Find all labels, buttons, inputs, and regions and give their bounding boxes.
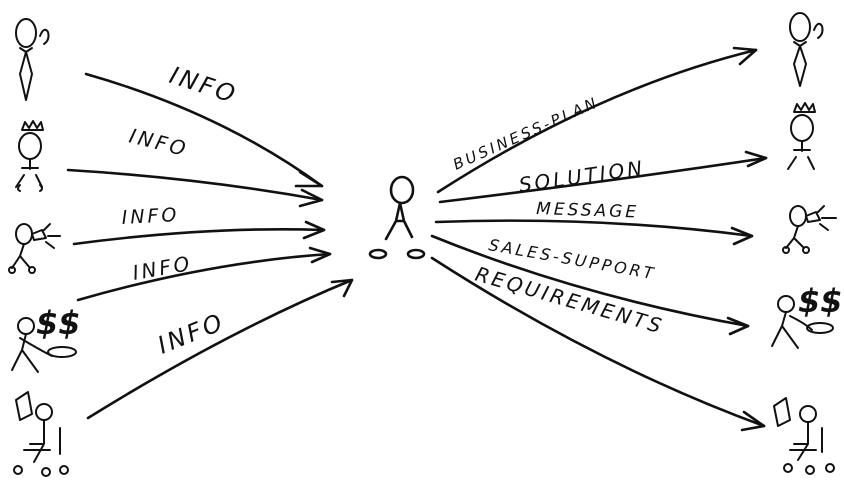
info-label-5: INFO [154, 307, 229, 359]
left-megaphone-figure [9, 224, 60, 273]
info-arrow-2 [68, 170, 322, 200]
message-arrow [436, 221, 752, 236]
center-person-figure [370, 177, 424, 258]
left-businessman-figure [16, 19, 49, 100]
solution-label: SOLUTION [517, 156, 646, 197]
left-arrows [68, 74, 352, 418]
sales-support-arrowhead [728, 318, 748, 334]
left-king-figure [16, 121, 43, 191]
right-businessman-figure [790, 13, 823, 86]
info-label-2: INFO [127, 124, 191, 162]
right-money-symbol: $$ [798, 282, 843, 320]
info-arrow-4 [78, 254, 330, 300]
left-money-symbol: $$ [36, 304, 81, 342]
info-arrow-3 [74, 229, 324, 244]
info-label-1: INFO [166, 61, 241, 109]
business-plan-label: BUSINESS-PLAN [450, 93, 601, 174]
message-label: MESSAGE [536, 199, 640, 223]
right-king-figure [788, 103, 815, 169]
info-arrowhead-1 [296, 172, 322, 186]
right-computer-worker-figure [774, 398, 834, 474]
info-label-3: INFO [121, 204, 180, 229]
right-megaphone-figure [783, 206, 836, 253]
left-computer-worker-figure [14, 392, 68, 476]
info-label-4: INFO [131, 251, 194, 285]
info-arrow-5 [88, 280, 352, 418]
